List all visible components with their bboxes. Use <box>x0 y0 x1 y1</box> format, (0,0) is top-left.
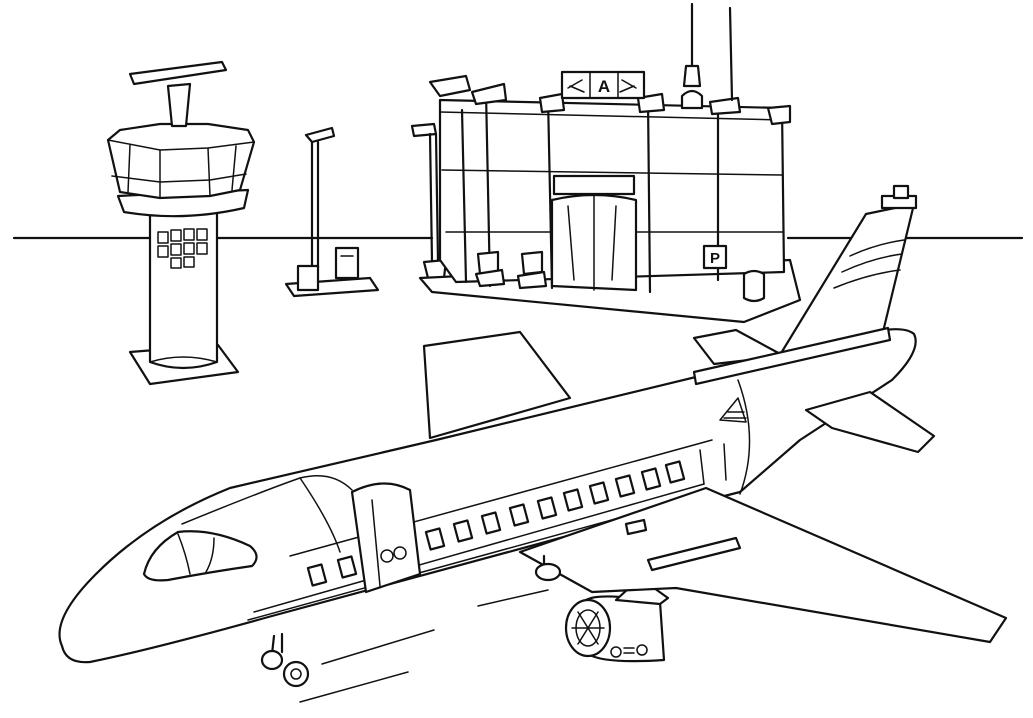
terminal-sign-letter: A <box>598 77 610 96</box>
nose-landing-gear <box>260 632 310 688</box>
tower-windows <box>157 228 208 269</box>
airplane-near-wing <box>518 486 1008 644</box>
airplane-far-wing <box>422 330 572 440</box>
airplane-engine <box>564 576 670 663</box>
airplane-logo <box>719 397 747 423</box>
main-landing-gear <box>534 554 562 582</box>
trash-bin <box>742 269 766 303</box>
parking-meter <box>334 246 360 280</box>
terminal-building: A P <box>418 2 802 324</box>
passenger-door <box>350 482 422 594</box>
street-lamp-left <box>284 126 380 298</box>
speed-lines <box>299 589 549 703</box>
roof-vent <box>428 74 472 98</box>
tower-radar-mast <box>166 82 192 128</box>
revolving-door <box>550 174 638 292</box>
control-tower <box>106 60 256 386</box>
parking-sign: P <box>702 244 728 270</box>
cockpit-windshield <box>142 530 258 582</box>
parking-sign-letter: P <box>710 250 720 267</box>
airplane-near-stabilizer <box>804 390 936 454</box>
airplane-fuselage <box>58 326 917 664</box>
passenger-windows <box>306 460 686 587</box>
door-handle-icon <box>380 546 407 563</box>
radar-dish <box>128 60 228 86</box>
terminal-seats <box>474 250 548 290</box>
street-lamp-right <box>410 122 448 280</box>
roof-antenna <box>680 2 734 110</box>
